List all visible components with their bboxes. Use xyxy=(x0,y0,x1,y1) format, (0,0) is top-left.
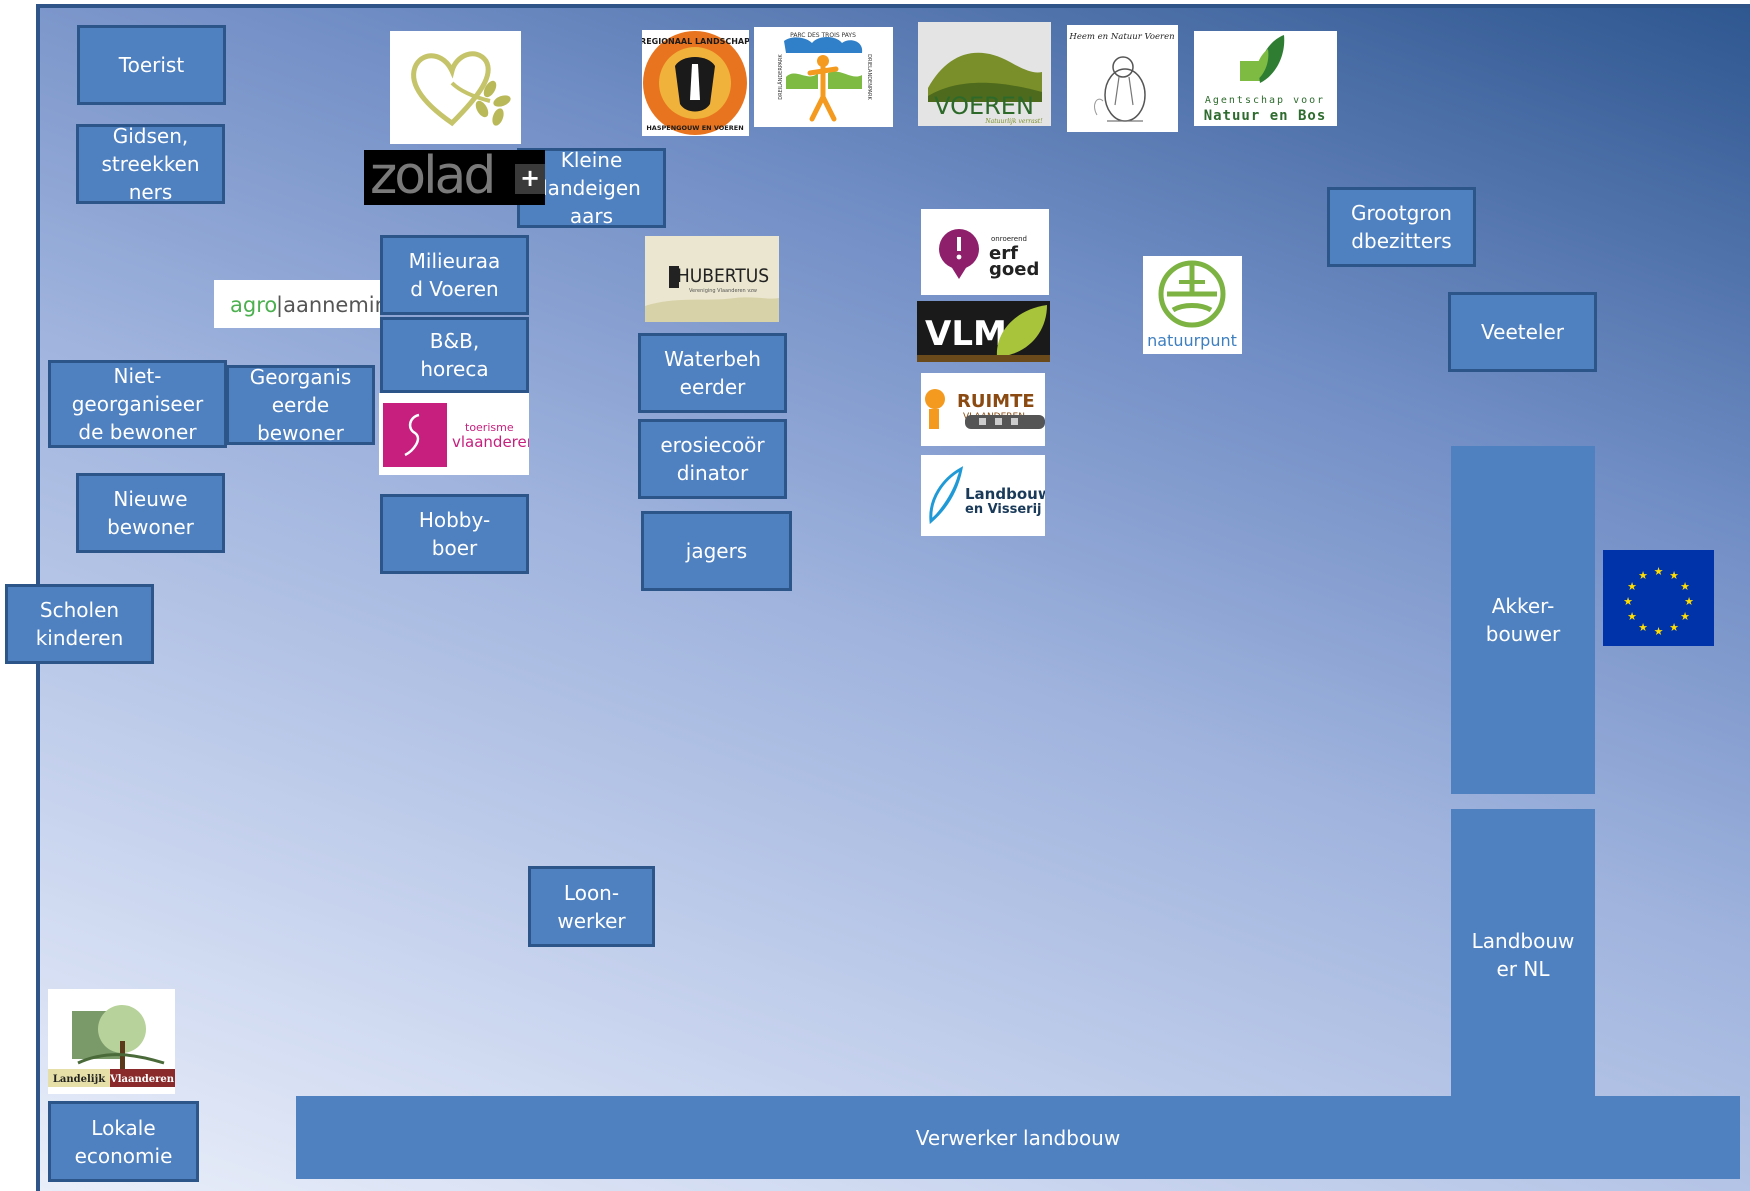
svg-text:Agentschap voor: Agentschap voor xyxy=(1205,95,1325,106)
svg-text:Landelijk: Landelijk xyxy=(53,1074,106,1085)
zolad-logo: zolad + xyxy=(364,150,545,205)
drielandenpark-logo: PARC DES TROIS PAYS DREILÄNDERPARK DRIEL… xyxy=(754,27,893,127)
svg-text:★: ★ xyxy=(1654,565,1664,578)
svg-text:VOEREN: VOEREN xyxy=(934,92,1034,120)
stakeholder-kleine-landeigenaars: Kleine landeigen aars xyxy=(517,148,666,228)
svg-text:★: ★ xyxy=(1669,569,1679,582)
svg-text:★: ★ xyxy=(1669,621,1679,634)
stakeholder-niet-georganiseerde-bewoner: Niet- georganiseer de bewoner xyxy=(48,360,227,448)
svg-text:HUBERTUS: HUBERTUS xyxy=(677,265,769,287)
stakeholder-veeteler: Veeteler xyxy=(1448,292,1597,372)
svg-text:★: ★ xyxy=(1680,580,1690,593)
natuur-en-bos-logo: Agentschap voor Natuur en Bos xyxy=(1194,31,1337,126)
stakeholder-jagers: jagers xyxy=(641,511,792,591)
stakeholder-loonwerker: Loon- werker xyxy=(528,866,655,947)
vlm-logo: VLM xyxy=(917,301,1050,362)
svg-text:★: ★ xyxy=(1684,595,1694,608)
stakeholder-akkerbouwer: Akker- bouwer xyxy=(1451,446,1595,794)
svg-text:VLM: VLM xyxy=(925,314,1007,354)
heem-en-natuur-logo: Heem en Natuur Voeren xyxy=(1067,25,1178,132)
stakeholder-erosiecoordinator: erosiecoör dinator xyxy=(638,419,787,499)
svg-text:★: ★ xyxy=(1654,625,1664,638)
svg-text:★: ★ xyxy=(1623,595,1633,608)
svg-text:natuurpunt: natuurpunt xyxy=(1147,331,1237,350)
agro-aanneming-logo: agro |aanneming xyxy=(214,280,380,328)
landbouw-en-visserij-logo: Landbouw en Visserij xyxy=(921,455,1045,536)
stakeholder-toerist: Toerist xyxy=(77,25,226,105)
svg-text:★: ★ xyxy=(1627,610,1637,623)
svg-text:en Visserij: en Visserij xyxy=(965,502,1042,517)
svg-text:Natuurlijk verrast!: Natuurlijk verrast! xyxy=(984,118,1043,125)
stakeholder-verwerker-landbouw: Verwerker landbouw xyxy=(296,1096,1740,1179)
heart-olive-logo xyxy=(390,31,521,144)
svg-text:★: ★ xyxy=(1627,580,1637,593)
stakeholder-hobbyboer: Hobby- boer xyxy=(380,494,529,574)
regionaal-landschap-logo: REGIONAAL LANDSCHAP HASPENGOUW EN VOEREN xyxy=(642,30,749,136)
onroerend-erfgoed-logo: onroerend erf goed xyxy=(921,209,1049,295)
svg-text:HASPENGOUW EN VOEREN: HASPENGOUW EN VOEREN xyxy=(646,124,743,132)
stakeholder-lokale-economie: Lokale economie xyxy=(48,1101,199,1182)
svg-text:DRIELANDENPARK: DRIELANDENPARK xyxy=(866,54,872,100)
stakeholder-waterbeheerder: Waterbeh eerder xyxy=(638,333,787,413)
svg-text:Vlaanderen: Vlaanderen xyxy=(109,1074,175,1085)
stakeholder-landbouwer-nl: Landbouw er NL xyxy=(1451,809,1595,1100)
svg-text:onroerend: onroerend xyxy=(991,235,1027,243)
voeren-logo: VOEREN Natuurlijk verrast! xyxy=(918,22,1051,126)
stakeholder-gidsen: Gidsen, streekken ners xyxy=(76,124,225,204)
svg-text:erf: erf xyxy=(989,243,1018,264)
stakeholder-scholen-kinderen: Scholen kinderen xyxy=(5,584,154,664)
svg-text:goed: goed xyxy=(989,259,1039,280)
stakeholder-georganiseerde-bewoner: Georganis eerde bewoner xyxy=(226,365,375,445)
svg-text:REGIONAAL LANDSCHAP: REGIONAAL LANDSCHAP xyxy=(642,37,749,46)
toerisme-vlaanderen-logo: toerisme vlaanderen xyxy=(379,393,529,475)
stakeholder-nieuwe-bewoner: Nieuwe bewoner xyxy=(76,473,225,553)
svg-text:★: ★ xyxy=(1638,569,1648,582)
svg-text:★: ★ xyxy=(1638,621,1648,634)
stakeholder-grootgrondbezitters: Grootgron dbezitters xyxy=(1327,187,1476,267)
svg-text:Landbouw: Landbouw xyxy=(965,485,1045,503)
ruimte-vlaanderen-logo: RUIMTE VLAANDEREN xyxy=(921,373,1045,446)
svg-text:Natuur en Bos: Natuur en Bos xyxy=(1204,108,1327,124)
svg-text:RUIMTE: RUIMTE xyxy=(957,391,1035,412)
svg-text:PARC DES TROIS PAYS: PARC DES TROIS PAYS xyxy=(790,32,856,39)
hubertus-logo: HUBERTUS Vereniging Vlaanderen vzw xyxy=(645,236,779,322)
svg-text:DREILÄNDERPARK: DREILÄNDERPARK xyxy=(777,54,784,100)
svg-text:Vereniging Vlaanderen vzw: Vereniging Vlaanderen vzw xyxy=(689,288,757,294)
natuurpunt-logo: natuurpunt xyxy=(1143,256,1242,354)
svg-text:★: ★ xyxy=(1680,610,1690,623)
stakeholder-bb-horeca: B&B, horeca xyxy=(380,317,529,393)
eu-flag-logo: ★ ★ ★ ★ ★ ★ ★ ★ ★ ★ ★ ★ xyxy=(1603,550,1714,646)
svg-text:Heem en Natuur Voeren: Heem en Natuur Voeren xyxy=(1068,32,1174,42)
landelijk-vlaanderen-logo: Landelijk Vlaanderen xyxy=(48,989,175,1094)
stakeholder-milieuraad: Milieuraa d Voeren xyxy=(380,235,529,315)
plus-icon: + xyxy=(515,164,545,194)
